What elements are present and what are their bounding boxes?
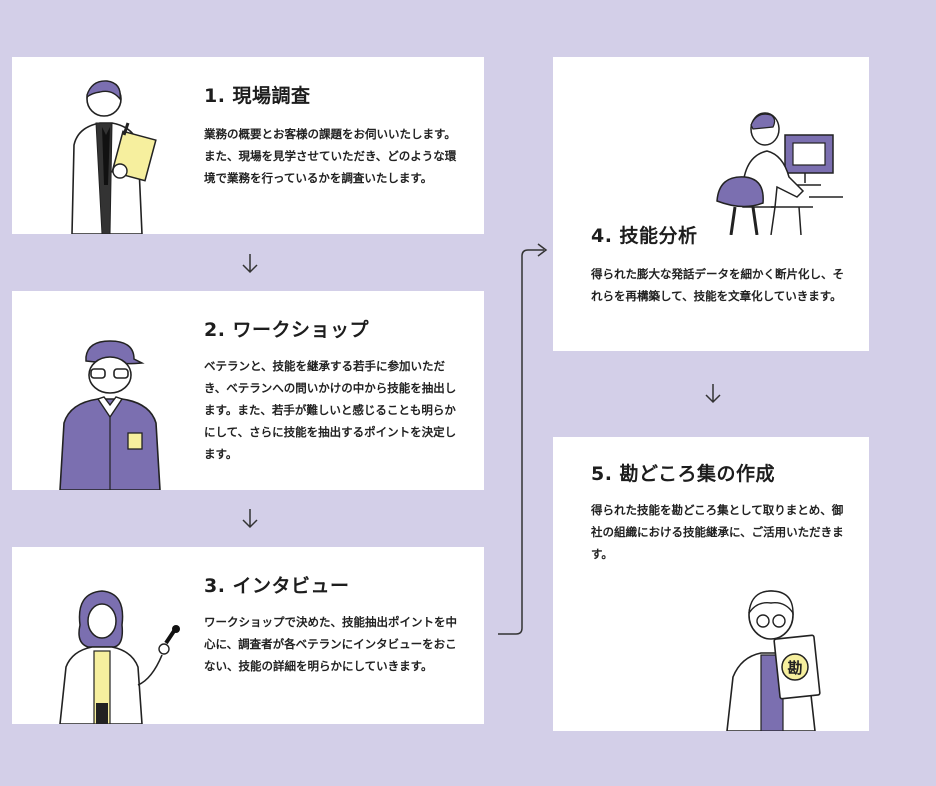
step-card-1: 1. 現場調査 業務の概要とお客様の課題をお伺いいたします。また、現場を見学させ… bbox=[12, 57, 484, 234]
step-description: ワークショップで決めた、技能抽出ポイントを中心に、調査者が各ベテランにインタビュ… bbox=[204, 615, 457, 673]
step-title: 1. 現場調査 bbox=[204, 85, 311, 107]
analyst-at-computer-icon bbox=[716, 112, 843, 235]
step-card-4: 4. 技能分析 得られた膨大な発話データを細かく断片化し、それらを再構築して、技… bbox=[553, 57, 869, 351]
capped-worker-icon bbox=[59, 340, 161, 490]
step-title: 3. インタビュー bbox=[204, 575, 350, 597]
down-arrow-icon bbox=[705, 384, 721, 404]
step-card-3: 3. インタビュー ワークショップで決めた、技能抽出ポイントを中心に、調査者が各… bbox=[12, 547, 484, 724]
step-description: ベテランと、技能を継承する若手に参加いただき、ベテランへの問いかけの中から技能を… bbox=[204, 359, 457, 461]
down-arrow-icon bbox=[242, 254, 258, 274]
down-arrow-icon bbox=[242, 509, 258, 529]
step-description: 業務の概要とお客様の課題をお伺いいたします。また、現場を見学させていただき、どの… bbox=[204, 127, 457, 185]
book-holder-icon: 勘 bbox=[726, 590, 821, 731]
step-card-2: 2. ワークショップ ベテランと、技能を継承する若手に参加いただき、ベテランへの… bbox=[12, 291, 484, 490]
step-description: 得られた技能を勘どころ集として取りまとめ、御社の組織における技能継承に、ご活用い… bbox=[591, 503, 844, 561]
book-character: 勘 bbox=[787, 659, 802, 677]
step-title: 4. 技能分析 bbox=[591, 225, 698, 247]
step-title: 2. ワークショップ bbox=[204, 319, 370, 341]
step-title: 5. 勘どころ集の作成 bbox=[591, 463, 775, 485]
step-description: 得られた膨大な発話データを細かく断片化し、それらを再構築して、技能を文章化してい… bbox=[591, 267, 844, 303]
flow-connector bbox=[498, 243, 548, 635]
clipboard-worker-icon bbox=[71, 80, 157, 234]
step-card-5: 5. 勘どころ集の作成 得られた技能を勘どころ集として取りまとめ、御社の組織にお… bbox=[553, 437, 869, 731]
interviewer-icon bbox=[59, 590, 180, 724]
